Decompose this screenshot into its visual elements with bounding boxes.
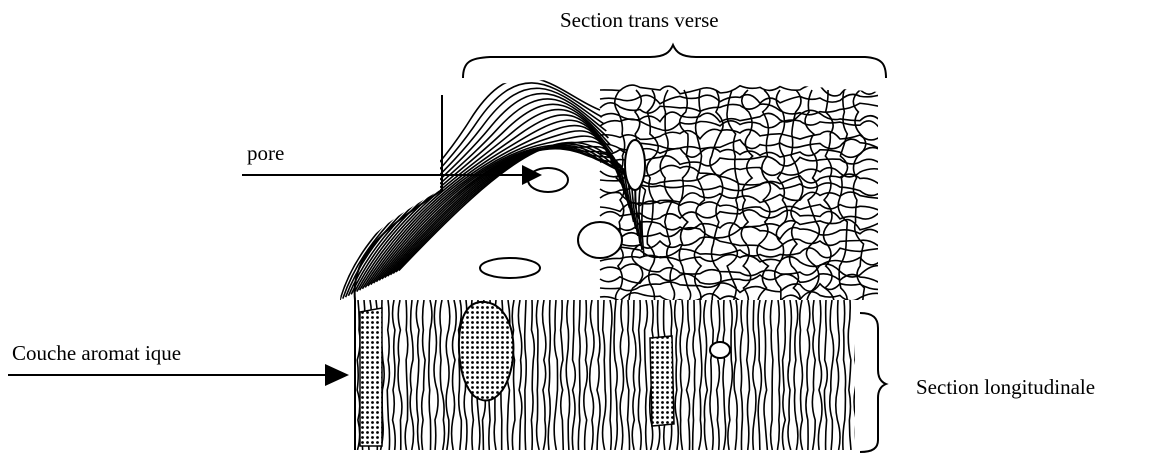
section-transverse-label: Section trans verse	[560, 8, 719, 33]
aromatic-layer-arrow	[8, 364, 349, 386]
fiber-line	[777, 300, 779, 450]
transverse-brace	[463, 45, 886, 78]
aromatic-layer-label: Couche aromat ique	[12, 341, 181, 366]
fiber-line	[452, 300, 457, 450]
fiber-line	[626, 300, 629, 450]
dotted-column	[650, 336, 674, 426]
fiber-line	[614, 300, 617, 450]
pore-label: pore	[247, 141, 284, 166]
fiber-line	[812, 300, 815, 450]
fiber-line	[723, 300, 726, 450]
longitudinal-fiber-lattice	[357, 300, 857, 450]
fiber-line	[543, 300, 546, 450]
fiber-line	[393, 300, 396, 450]
fiber-line	[422, 300, 426, 450]
fiber-line	[429, 300, 432, 450]
fiber-line	[753, 300, 756, 450]
fiber-line	[531, 300, 534, 450]
fiber-line	[758, 300, 761, 450]
pores	[480, 140, 730, 358]
aromatic-layer-patch	[360, 308, 382, 446]
fiber-line	[548, 300, 550, 450]
fiber-line	[600, 255, 880, 267]
section-longitudinale-label: Section longitudinale	[916, 375, 1095, 400]
fiber-line	[600, 103, 880, 115]
fiber-line	[728, 300, 732, 450]
fiber-line	[561, 300, 564, 450]
fiber-line	[687, 300, 690, 450]
fiber-line	[818, 300, 822, 450]
fiber-line	[800, 300, 803, 450]
pore-void	[710, 342, 730, 358]
fiber-line	[806, 300, 810, 450]
fiber-line	[620, 300, 623, 450]
fiber-line	[794, 300, 798, 450]
fiber-line	[578, 300, 580, 450]
fiber-line	[536, 300, 539, 450]
fiber-line	[675, 300, 679, 450]
fiber-line	[600, 282, 880, 292]
fiber-line	[770, 300, 772, 450]
fiber-line	[518, 300, 521, 450]
fiber-line	[590, 300, 594, 450]
fiber-line	[717, 300, 720, 450]
fiber-line	[694, 90, 704, 310]
fiber-line	[600, 129, 880, 140]
fiber-line	[512, 300, 515, 450]
fiber-line	[440, 300, 445, 450]
pore-void	[480, 258, 540, 278]
fiber-line	[416, 300, 419, 450]
fiber-line	[836, 300, 840, 450]
pore-void	[625, 140, 645, 190]
fiber-line	[854, 300, 857, 450]
fiber-line	[405, 300, 408, 450]
fiber-line	[747, 300, 750, 450]
fiber-line	[704, 300, 707, 450]
fiber-line	[572, 300, 575, 450]
fiber-line	[848, 300, 851, 450]
fiber-line	[680, 300, 683, 450]
fiber-line	[632, 300, 636, 450]
fiber-line	[597, 300, 600, 450]
fiber-line	[710, 300, 713, 450]
fiber-line	[610, 300, 612, 450]
pore-void	[578, 222, 622, 258]
fiber-line	[647, 90, 658, 310]
fiber-line	[603, 300, 606, 450]
fiber-line	[645, 300, 648, 450]
fiber-line	[824, 300, 827, 450]
fiber-line	[699, 300, 702, 450]
fiber-line	[830, 300, 834, 450]
dotted-lens	[459, 302, 514, 401]
fiber-line	[843, 300, 846, 450]
longitudinal-brace	[860, 313, 886, 452]
fiber-line	[554, 300, 557, 450]
fiber-line	[398, 300, 402, 450]
fiber-line	[788, 300, 791, 450]
fiber-line	[387, 300, 389, 450]
fiber-line	[600, 110, 880, 122]
transverse-fiber-lattice	[340, 78, 880, 310]
fiber-line	[764, 300, 768, 450]
fiber-line	[566, 300, 569, 450]
fiber-line	[410, 300, 413, 450]
fiber-line	[693, 300, 696, 450]
fiber-line	[734, 300, 737, 450]
fiber-line	[775, 90, 788, 310]
fiber-line	[600, 85, 880, 96]
fiber-line	[782, 300, 785, 450]
fiber-line	[584, 300, 587, 450]
fiber-line	[434, 300, 438, 450]
fiber-line	[638, 300, 641, 450]
fiber-line	[446, 300, 450, 450]
fiber-line	[525, 300, 527, 450]
fiber-line	[740, 300, 742, 450]
